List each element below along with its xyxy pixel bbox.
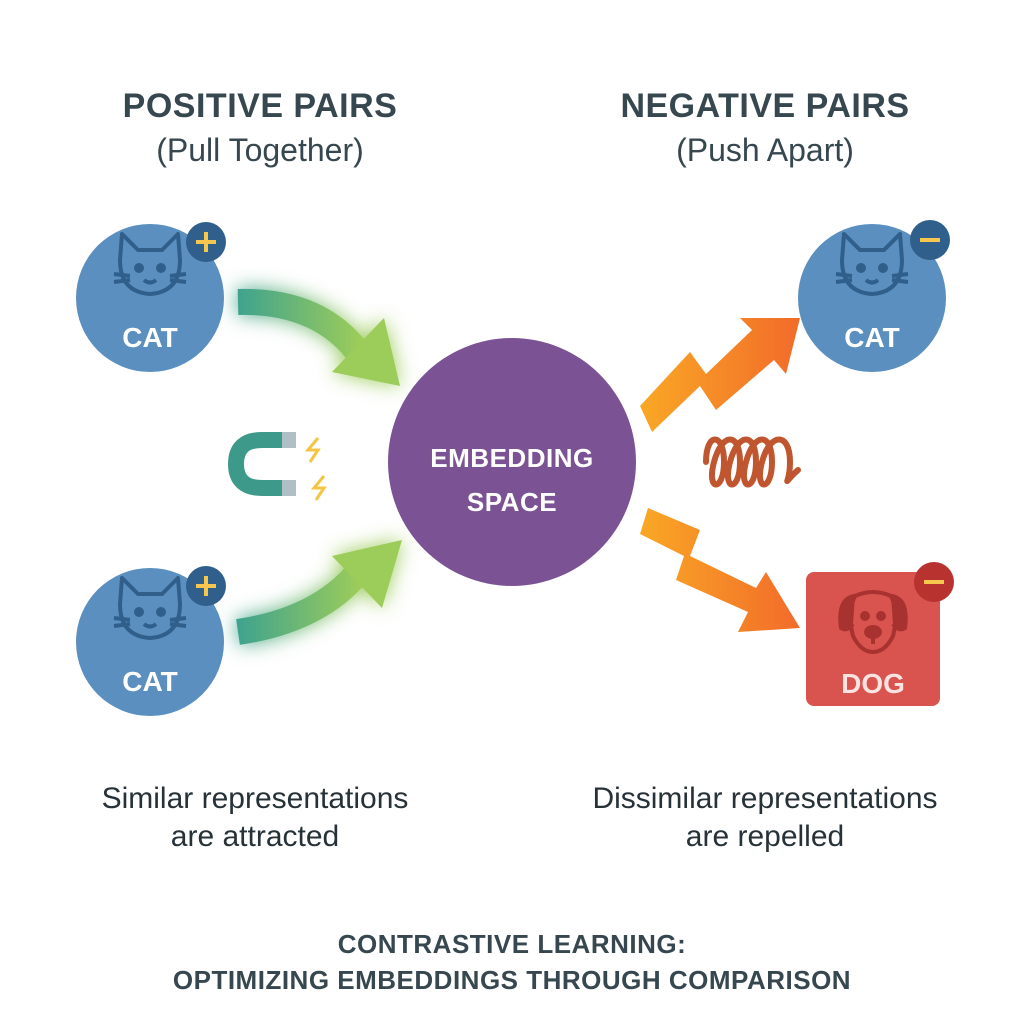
cat-icon <box>113 232 187 296</box>
positive-pairs-title: POSITIVE PAIRS <box>122 87 398 125</box>
push-arrow-bottom <box>640 508 800 632</box>
negative-cat-node <box>798 224 946 372</box>
push-arrow-top <box>640 318 800 432</box>
pull-arrow-top <box>237 288 400 386</box>
spring-icon <box>703 436 801 488</box>
minus-badge-dog <box>914 562 954 602</box>
diagram-footer: CONTRASTIVE LEARNING: OPTIMIZING EMBEDDI… <box>40 926 984 998</box>
footer-line1: CONTRASTIVE LEARNING: <box>337 929 687 959</box>
embedding-space-line1: EMBEDDING <box>430 443 594 473</box>
negative-cat-label-wrap: CAT <box>798 322 946 362</box>
cat-icon <box>113 576 187 640</box>
magnet-icon <box>227 432 327 501</box>
negative-pairs-title: NEGATIVE PAIRS <box>620 87 910 125</box>
positive-cat-label-top: CAT <box>122 322 178 353</box>
positive-cat-node-top <box>76 224 224 372</box>
minus-badge-cat <box>910 220 950 260</box>
embedding-space-line2: SPACE <box>466 487 558 517</box>
positive-caption-line2: are attracted <box>170 820 340 853</box>
negative-cat-label: CAT <box>844 322 900 353</box>
positive-cat-label-top-wrap: CAT <box>76 322 224 362</box>
positive-caption-line1: Similar representations <box>101 782 409 815</box>
negative-caption-line1: Dissimilar representations <box>592 782 938 815</box>
positive-cat-label-bottom-wrap: CAT <box>76 666 224 706</box>
negative-pairs-subtitle: (Push Apart) <box>676 132 854 168</box>
footer-line2: OPTIMIZING EMBEDDINGS THROUGH COMPARISON <box>172 965 852 995</box>
negative-dog-label-wrap: DOG <box>806 668 940 708</box>
positive-caption: Similar representations are attracted <box>40 780 470 856</box>
negative-dog-node <box>806 572 940 706</box>
embedding-space-label: EMBEDDING SPACE <box>388 436 636 524</box>
positive-cat-label-bottom: CAT <box>122 666 178 697</box>
cat-icon <box>835 232 909 296</box>
pull-arrow-bottom <box>235 540 402 645</box>
negative-caption-line2: are repelled <box>685 820 845 853</box>
positive-cat-node-bottom <box>76 568 224 716</box>
plus-badge-bottom <box>186 566 226 606</box>
positive-pairs-subtitle: (Pull Together) <box>156 132 364 168</box>
plus-badge-top <box>186 222 226 262</box>
dog-icon <box>838 590 908 654</box>
negative-caption: Dissimilar representations are repelled <box>540 780 990 856</box>
embedding-space-hub <box>388 338 636 586</box>
negative-dog-label: DOG <box>841 668 905 699</box>
